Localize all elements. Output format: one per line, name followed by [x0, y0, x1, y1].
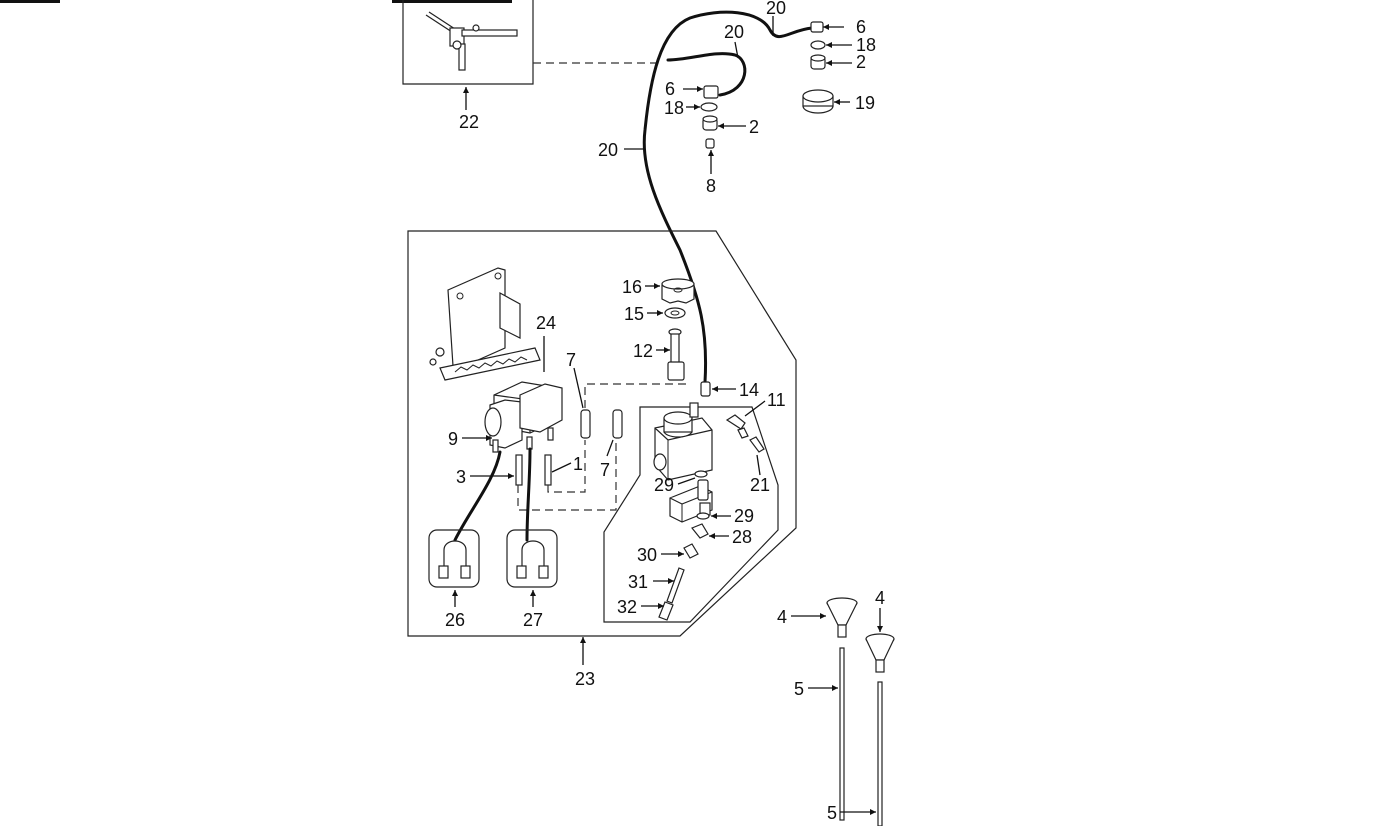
fitting-6-top [810, 21, 844, 33]
connector-28 [691, 523, 709, 539]
tube-5a [808, 647, 845, 821]
cap-19 [802, 89, 850, 114]
callout-2-mid: 2 [749, 117, 759, 137]
kit-23-outline [407, 230, 797, 637]
callout-9: 9 [448, 429, 458, 449]
tube-3 [515, 454, 523, 486]
callout-31: 31 [628, 572, 648, 592]
callout-6-top: 6 [856, 17, 866, 37]
check-valve-7a [573, 367, 591, 439]
callout-16: 16 [622, 277, 642, 297]
suction-unit-26 [428, 529, 480, 607]
reservoir [653, 402, 713, 481]
callout-23: 23 [575, 669, 595, 689]
callout-32: 32 [617, 597, 637, 617]
check-valve-7b [606, 409, 623, 457]
tube-5b [840, 681, 883, 826]
callout-7-top: 7 [566, 350, 576, 370]
pump-units [484, 381, 563, 453]
inset-box-22 [402, 0, 662, 85]
callout-2-top: 2 [856, 52, 866, 72]
callout-7-bottom: 7 [600, 460, 610, 480]
callout-1: 1 [573, 454, 583, 474]
knob-16 [645, 278, 695, 304]
dashed-connections [517, 383, 690, 511]
callout-18-top: 18 [856, 35, 876, 55]
mounting-bracket [429, 267, 541, 381]
callout-4-right: 4 [875, 588, 885, 608]
nut-2-mid [702, 115, 746, 131]
leader-21 [756, 454, 761, 476]
washer-15 [647, 307, 686, 319]
callout-5-bottom: 5 [827, 803, 837, 823]
callout-5-top: 5 [794, 679, 804, 699]
funnel-4a [791, 597, 858, 638]
callout-6-mid: 6 [665, 79, 675, 99]
crop-strip [392, 0, 512, 3]
leader-29a [677, 477, 696, 485]
callout-4-left: 4 [777, 607, 787, 627]
leader-1 [551, 462, 572, 473]
callout-27: 27 [523, 610, 543, 630]
callout-14: 14 [739, 380, 759, 400]
callout-20-mid: 20 [724, 22, 744, 42]
hose-to-27 [525, 447, 532, 542]
elbow-fittings [725, 414, 765, 453]
callout-3: 3 [456, 467, 466, 487]
connector-30 [683, 543, 699, 559]
suction-unit-27 [506, 529, 558, 607]
oring-18-mid [686, 102, 718, 112]
fitting-14 [700, 381, 736, 397]
callout-20-top: 20 [766, 0, 786, 18]
leader-11 [744, 400, 766, 417]
callout-30: 30 [637, 545, 657, 565]
callout-19: 19 [855, 93, 875, 113]
callout-26: 26 [445, 610, 465, 630]
kit-11-outline [603, 406, 779, 623]
callout-18-mid: 18 [664, 98, 684, 118]
tube-31 [666, 567, 685, 604]
hose-to-26 [453, 450, 502, 542]
callout-11: 11 [767, 390, 786, 410]
callout-22: 22 [459, 112, 479, 132]
callout-24: 24 [536, 313, 556, 333]
nut-2-top [810, 54, 852, 70]
hose-assembly [642, 10, 814, 384]
callout-28: 28 [732, 527, 752, 547]
callout-29-bottom: 29 [734, 506, 754, 526]
callout-29-top: 29 [654, 475, 674, 495]
callout-labels: 20 6 18 2 19 20 6 18 2 20 8 22 16 15 12 … [445, 0, 885, 823]
end-fitting-32 [658, 601, 674, 621]
callout-21: 21 [750, 475, 770, 495]
valve-12 [656, 328, 685, 381]
callout-20-left: 20 [598, 140, 618, 160]
callout-12: 12 [633, 341, 653, 361]
tube-1 [544, 454, 552, 486]
leader-20b [734, 41, 739, 59]
callout-8: 8 [706, 176, 716, 196]
crop-strip [0, 0, 60, 3]
oring-29 [696, 512, 710, 520]
callout-15: 15 [624, 304, 644, 324]
nipple-8 [705, 138, 715, 174]
leader-arrowheads [452, 24, 883, 815]
funnel-4b [865, 608, 895, 673]
